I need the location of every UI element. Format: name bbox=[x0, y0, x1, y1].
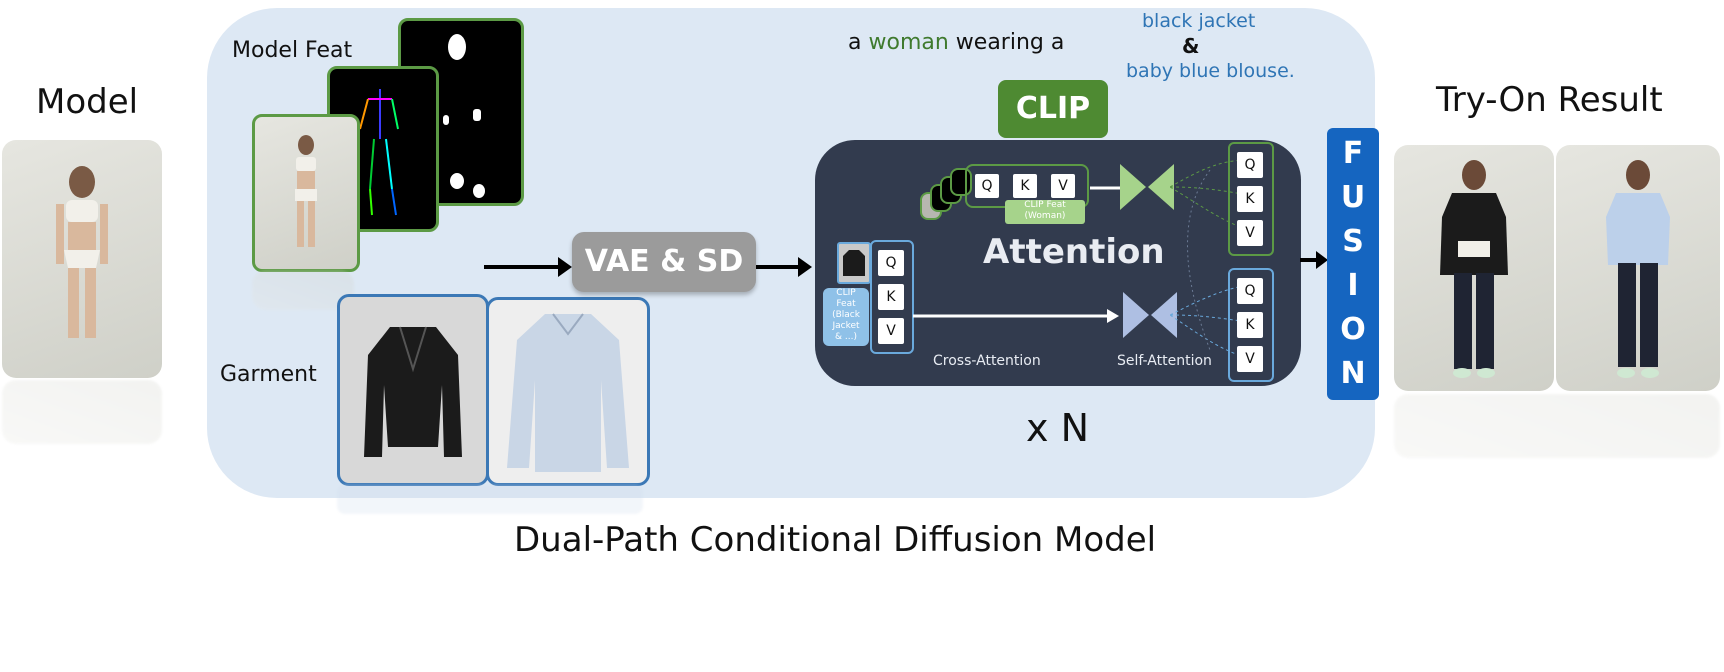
fusion-letter-f: F bbox=[1342, 136, 1364, 171]
fusion-block: F U S I O N bbox=[1327, 128, 1379, 400]
fusion-letter-n: N bbox=[1340, 356, 1366, 391]
lower-unet-icon bbox=[1123, 292, 1177, 338]
prompt-item-black-jacket: black jacket bbox=[1142, 10, 1256, 32]
result-photo-jacket bbox=[1394, 145, 1554, 391]
vae-sd-block: VAE & SD bbox=[572, 232, 756, 292]
garment-label: Garment bbox=[220, 362, 317, 387]
result-title: Try-On Result bbox=[1436, 80, 1663, 120]
repeat-count: x N bbox=[1026, 406, 1089, 450]
model-photo bbox=[2, 140, 162, 378]
model-v: V bbox=[1051, 174, 1075, 198]
garment-k: K bbox=[878, 284, 904, 310]
garment-v: V bbox=[878, 318, 904, 344]
upper-qkv-column: Q K V bbox=[1228, 142, 1274, 256]
upper-unet-icon bbox=[1120, 164, 1174, 210]
prompt-subject: woman bbox=[868, 30, 949, 55]
garment-thumb bbox=[837, 242, 871, 284]
arrow-to-vae bbox=[484, 257, 572, 277]
black-jacket-card bbox=[337, 294, 489, 486]
garment-reflection bbox=[337, 484, 643, 514]
clip-feat-garment: CLIP Feat (Black Jacket & ...) bbox=[823, 288, 869, 346]
self-attention-caption: Self-Attention bbox=[1117, 353, 1212, 369]
upper-q: Q bbox=[1237, 152, 1263, 178]
diagram-caption: Dual-Path Conditional Diffusion Model bbox=[514, 520, 1157, 560]
model-feat-label: Model Feat bbox=[232, 38, 353, 63]
arrow-to-attention bbox=[756, 257, 812, 277]
lower-k: K bbox=[1237, 312, 1263, 338]
prompt-verb: wearing a bbox=[955, 30, 1065, 55]
text-prompt: a woman wearing a bbox=[848, 30, 1064, 55]
model-title: Model bbox=[36, 82, 139, 122]
garment-q: Q bbox=[878, 250, 904, 276]
fusion-letter-o: O bbox=[1340, 312, 1366, 347]
attention-block: Attention Q K V CLIP Feat (Woman) CLIP F… bbox=[815, 140, 1301, 386]
model-photo-reflection bbox=[2, 380, 162, 444]
clip-feat-woman: CLIP Feat (Woman) bbox=[1005, 200, 1085, 224]
fusion-letter-u: U bbox=[1340, 180, 1366, 215]
garment-qkv-group: Q K V bbox=[870, 240, 914, 354]
prompt-item-blue-blouse: baby blue blouse. bbox=[1126, 60, 1295, 82]
fusion-letter-i: I bbox=[1347, 268, 1359, 303]
upper-v: V bbox=[1237, 220, 1263, 246]
arrow-to-fusion bbox=[1300, 251, 1328, 269]
model-q: Q bbox=[975, 174, 999, 198]
result-reflection bbox=[1394, 394, 1720, 458]
blue-blouse-card bbox=[486, 297, 650, 486]
lower-v: V bbox=[1237, 346, 1263, 372]
arrow-to-lower-unet bbox=[913, 309, 1119, 323]
lower-qkv-column: Q K V bbox=[1228, 268, 1274, 382]
prompt-prefix: a bbox=[848, 30, 862, 55]
fusion-letter-s: S bbox=[1342, 224, 1364, 259]
upper-k: K bbox=[1237, 186, 1263, 212]
model-k: K bbox=[1013, 174, 1037, 198]
lower-q: Q bbox=[1237, 278, 1263, 304]
result-photo-blouse bbox=[1556, 145, 1720, 391]
model-image-card bbox=[252, 114, 360, 272]
prompt-ampersand: & bbox=[1182, 34, 1200, 58]
attention-title: Attention bbox=[983, 232, 1165, 272]
clip-block: CLIP bbox=[998, 80, 1108, 138]
cross-attention-caption: Cross-Attention bbox=[933, 353, 1041, 369]
